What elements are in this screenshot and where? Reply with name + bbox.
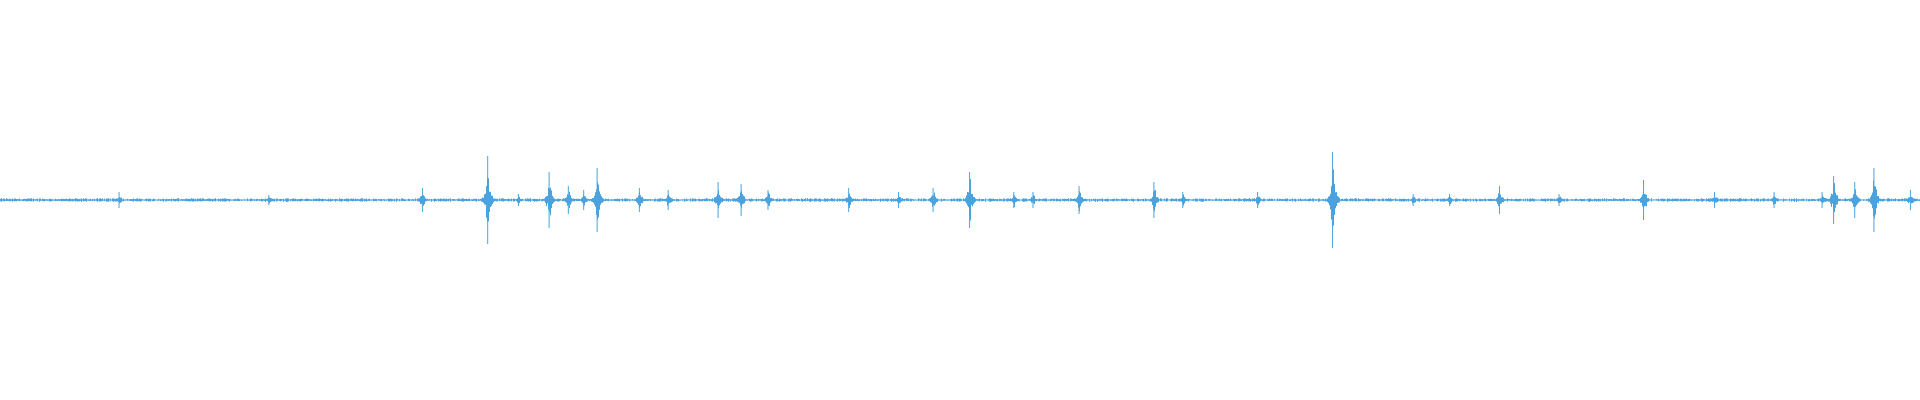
waveform-series <box>0 152 1920 248</box>
waveform-trace <box>0 169 1920 226</box>
